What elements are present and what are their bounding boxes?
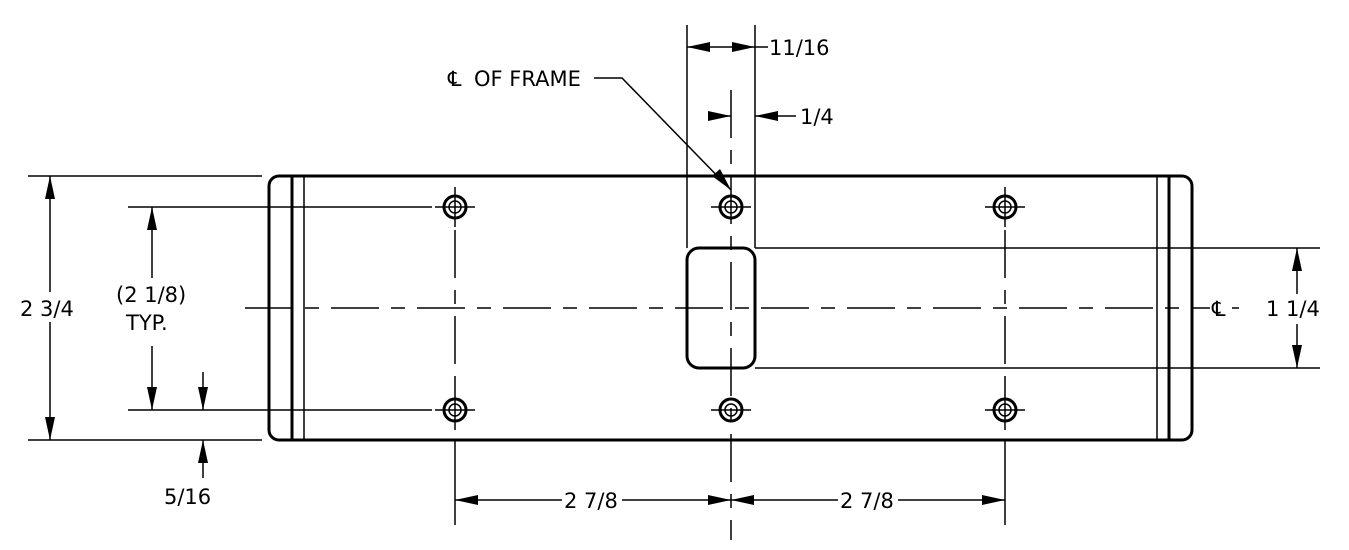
dim-2-7-8-left-arrow-a: [455, 495, 478, 505]
dim-1-4-arrow-right: [755, 111, 778, 121]
dim-5-16-text: 5/16: [164, 485, 211, 509]
centerline-symbol-right: ℄: [1211, 297, 1226, 321]
dim-2-7-8-left-text: 2 7/8: [564, 489, 618, 513]
dim-11-16-arrow-left: [687, 42, 710, 52]
dim-2-1-8-arrow-top: [147, 207, 157, 230]
extension-lines: [28, 25, 1320, 525]
dim-2-3-4-arrow-top: [45, 176, 55, 199]
dim-2-1-8-arrow-bottom: [147, 387, 157, 410]
frame-centerline-symbol: ℄: [447, 67, 462, 91]
frame-centerline-leader: [594, 77, 732, 191]
dim-typ-text: TYP.: [125, 311, 168, 335]
frame-centerline-text: OF FRAME: [474, 67, 581, 91]
dim-1-1-4-text-bg: [1264, 294, 1334, 324]
dim-2-3-4-text: 2 3/4: [20, 297, 74, 321]
dim-5-16-arrow-top: [198, 387, 208, 410]
dim-1-1-4-arrow-bottom: [1292, 345, 1302, 368]
frame-centerline-leader-arrow: [712, 169, 731, 190]
dim-1-1-4-text: 1 1/4: [1266, 297, 1320, 321]
hole-center-ticks: [435, 187, 1025, 430]
dim-2-7-8-left-arrow-b: [708, 495, 731, 505]
dim-2-1-8-text: (2 1/8): [116, 283, 186, 307]
centerline-symbol-right-bg: [1210, 294, 1232, 322]
dim-1-1-4-arrow-top: [1292, 248, 1302, 271]
dim-2-7-8-right-arrow-a: [731, 495, 754, 505]
dim-5-16-arrow-bottom: [198, 440, 208, 463]
dim-11-16-text: 11/16: [769, 36, 830, 60]
dim-1-4-text: 1/4: [800, 105, 834, 129]
dim-2-7-8-right-text: 2 7/8: [840, 489, 894, 513]
dim-2-3-4-arrow-bottom: [45, 417, 55, 440]
dim-1-4-arrow-left: [708, 111, 731, 121]
dim-2-3-4-text-bg: [18, 292, 84, 322]
dim-11-16-arrow-right: [732, 42, 755, 52]
dim-2-7-8-right-arrow-b: [982, 495, 1005, 505]
